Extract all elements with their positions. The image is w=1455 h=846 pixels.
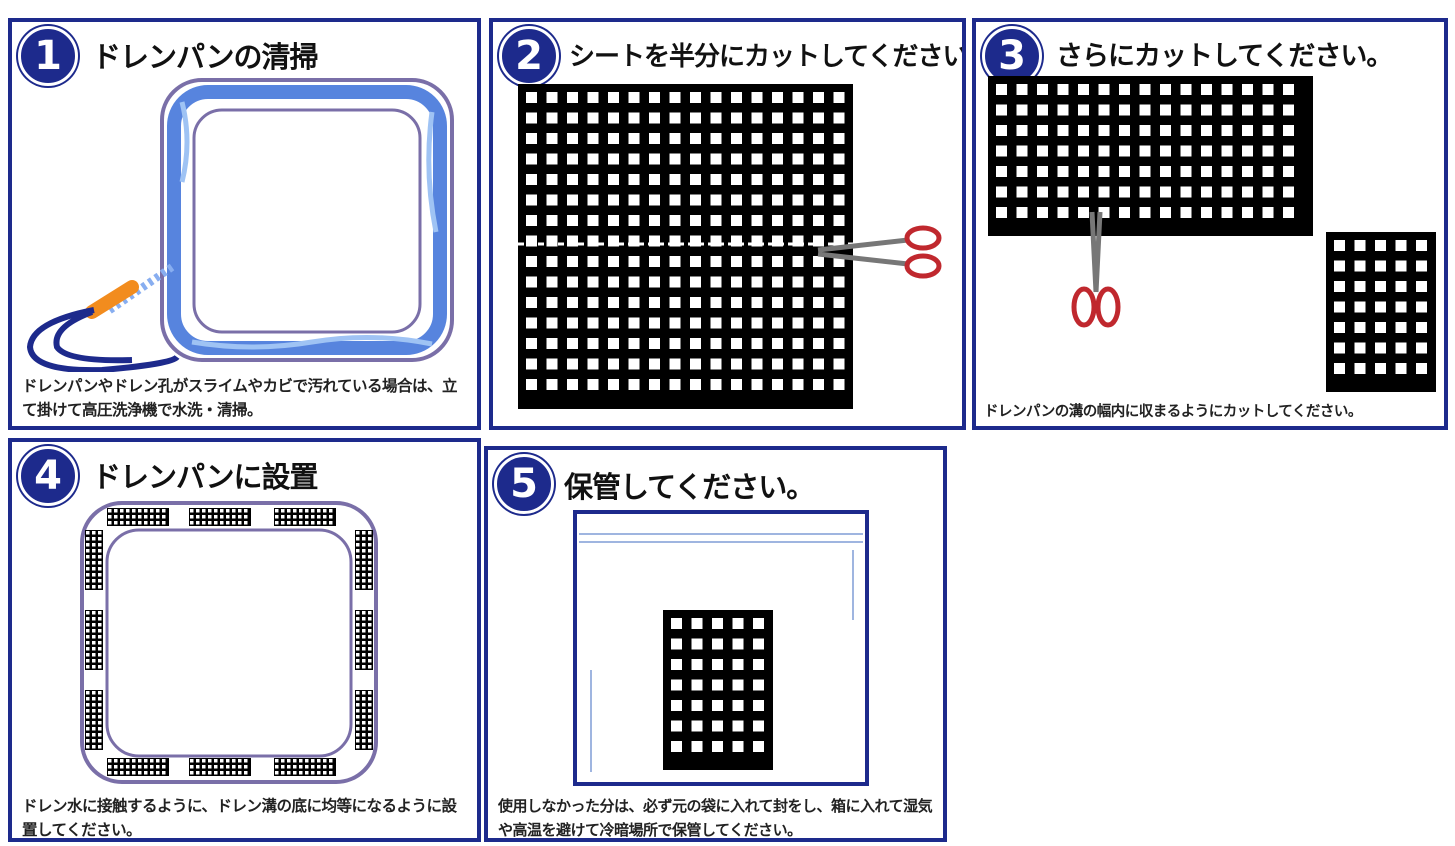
step-title: ドレンパンの清掃 [92,40,318,74]
bag-icon [573,510,869,786]
step-number-badge: 5 [494,454,554,514]
step-number-badge: 4 [18,446,78,506]
step-title: さらにカットしてください。 [1056,41,1393,72]
hose-icon [26,263,180,372]
step-number-badge: 2 [499,26,559,86]
grid-sheet-strip [1326,232,1436,392]
step-caption: ドレンパンやドレン孔がスライムやカビで汚れている場合は、立て掛けて高圧洗浄機で水… [22,377,458,419]
step-caption: ドレン水に接触するように、ドレン溝の底に均等になるように設置してください。 [22,797,457,839]
grid-sheet-half [988,76,1313,236]
drain-pan-cleaning-illustration [26,78,454,372]
step-title: シートを半分にカットしてください。 [569,42,966,72]
step-1-panel: 1 ドレンパンの清掃 ドレンパンやドレン孔がスライムやカビで汚れている場合は、立… [8,18,481,430]
step-caption: 使用しなかった分は、必ず元の袋に入れて封をし、箱に入れて湿気や高温を避けて冷暗場… [498,797,933,839]
step-3-panel: 3 さらにカットしてください。 ドレンパンの溝の幅内に収まるようにカットしてくだ… [972,18,1448,430]
scissors-icon [817,225,942,279]
step-5-panel: 5 保管してください。 使用しなかった分は、必ず元の袋に入れて封をし、箱に入れて… [484,446,947,842]
step-2-panel: 2 シートを半分にカットしてください。 [489,18,966,430]
scissors-icon [1071,211,1121,328]
step-title: 保管してください。 [564,470,815,504]
drain-pan-icon [80,501,378,784]
step-caption: ドレンパンの溝の幅内に収まるようにカットしてください。 [984,404,1362,420]
step-number-badge: 1 [18,26,78,86]
grid-sheet-full [518,84,853,409]
step-title: ドレンパンに設置 [92,460,318,494]
step-4-panel: 4 ドレンパンに設置 ドレン水に接触するように、ドレン溝の底に均等になるように設… [8,438,481,842]
